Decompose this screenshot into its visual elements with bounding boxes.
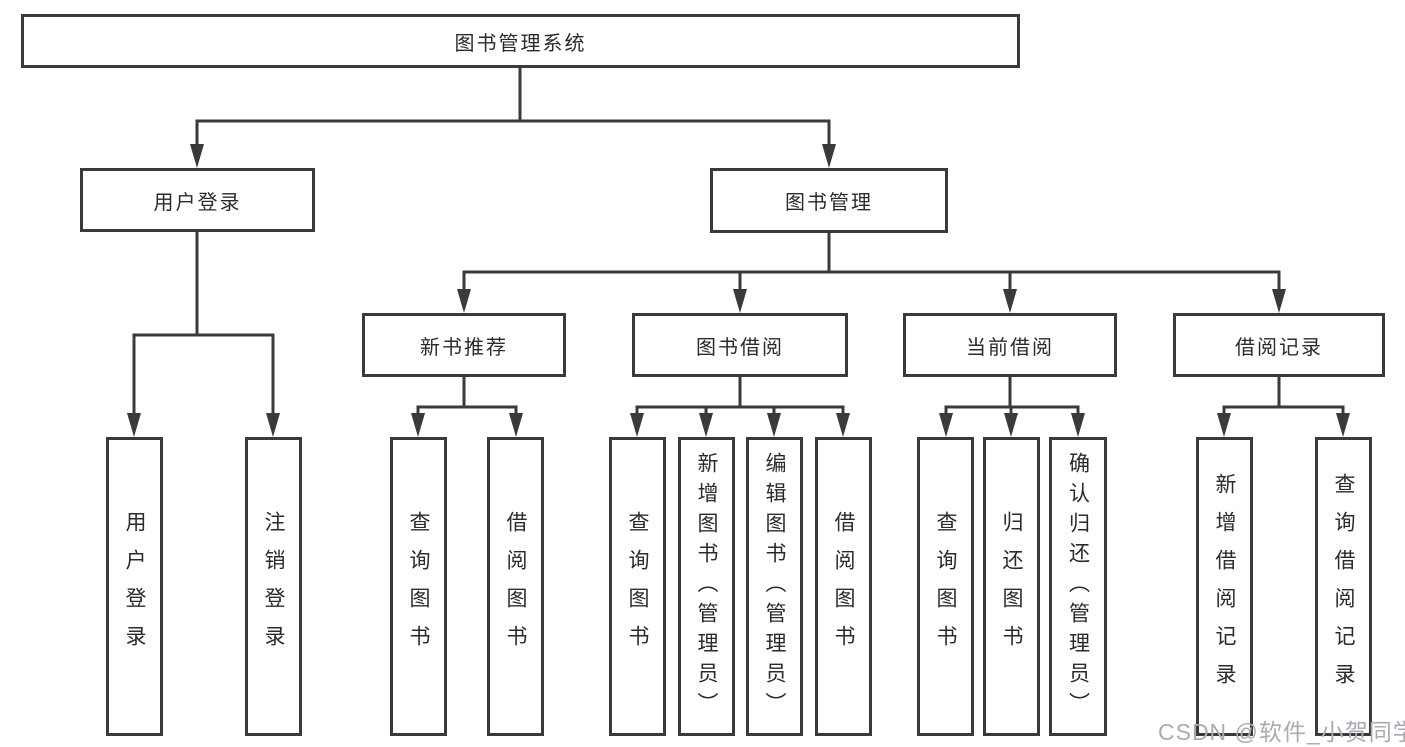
- node-label: 借阅记录: [1235, 336, 1323, 359]
- connector-group4-to-leaves: [1222, 376, 1345, 415]
- connector-user-to-leaves: [132, 230, 275, 415]
- leaf-label: 注销登录: [262, 510, 285, 663]
- leaf-label: 查询借阅记录: [1332, 472, 1355, 701]
- leaf-edit-book-admin: 编辑图书（管理员）: [746, 437, 803, 736]
- node-new-book-recommendation: 新书推荐: [362, 313, 566, 377]
- node-book-management-branch: 图书管理: [710, 168, 948, 233]
- leaf-label: 归还图书: [1000, 510, 1023, 663]
- leaf-label: 借阅图书: [832, 510, 855, 663]
- node-label: 图书借阅: [696, 336, 784, 359]
- leaf-borrow-book: 借阅图书: [487, 437, 544, 736]
- node-library-management-system: 图书管理系统: [21, 14, 1020, 68]
- leaf-add-book-admin: 新增图书（管理员）: [678, 437, 735, 736]
- connector-root-to-level2: [195, 67, 831, 146]
- leaf-confirm-return-admin: 确认归还（管理员）: [1049, 437, 1107, 736]
- leaf-query-book: 查询图书: [390, 437, 447, 736]
- watermark-text: CSDN @软件_小贺同学: [1158, 719, 1405, 745]
- node-label: 新书推荐: [420, 336, 508, 359]
- leaf-label: 新增借阅记录: [1213, 472, 1236, 701]
- leaf-label: 借阅图书: [504, 510, 527, 663]
- leaf-query-borrow-record: 查询借阅记录: [1315, 437, 1372, 736]
- leaf-label: 用户登录: [123, 510, 146, 663]
- node-book-borrowing: 图书借阅: [632, 313, 848, 377]
- node-label: 图书管理系统: [454, 32, 587, 55]
- leaf-label: 查询图书: [934, 510, 957, 663]
- connector-group2-to-leaves: [635, 376, 845, 415]
- connector-book-to-groups: [462, 231, 1281, 291]
- leaf-user-login: 用户登录: [106, 437, 163, 736]
- node-user-login-branch: 用户登录: [80, 168, 315, 232]
- leaf-label: 查询图书: [626, 510, 649, 663]
- leaf-query-book: 查询图书: [917, 437, 974, 736]
- leaf-borrow-book: 借阅图书: [815, 437, 872, 736]
- node-current-borrowing: 当前借阅: [903, 313, 1117, 377]
- leaf-label: 确认归还（管理员）: [1066, 451, 1090, 722]
- leaf-label: 编辑图书（管理员）: [763, 451, 786, 722]
- leaf-return-book: 归还图书: [983, 437, 1040, 736]
- node-label: 用户登录: [153, 191, 242, 214]
- leaf-logout: 注销登录: [245, 437, 302, 736]
- leaf-query-book: 查询图书: [609, 437, 666, 736]
- leaf-label: 新增图书（管理员）: [695, 451, 718, 722]
- node-label: 当前借阅: [966, 336, 1054, 359]
- node-borrowing-records: 借阅记录: [1173, 313, 1385, 377]
- node-label: 图书管理: [785, 192, 873, 214]
- connector-group3-to-leaves: [944, 376, 1080, 415]
- leaf-add-borrow-record: 新增借阅记录: [1196, 437, 1253, 736]
- leaf-label: 查询图书: [407, 510, 430, 663]
- connector-group1-to-leaves: [416, 376, 518, 415]
